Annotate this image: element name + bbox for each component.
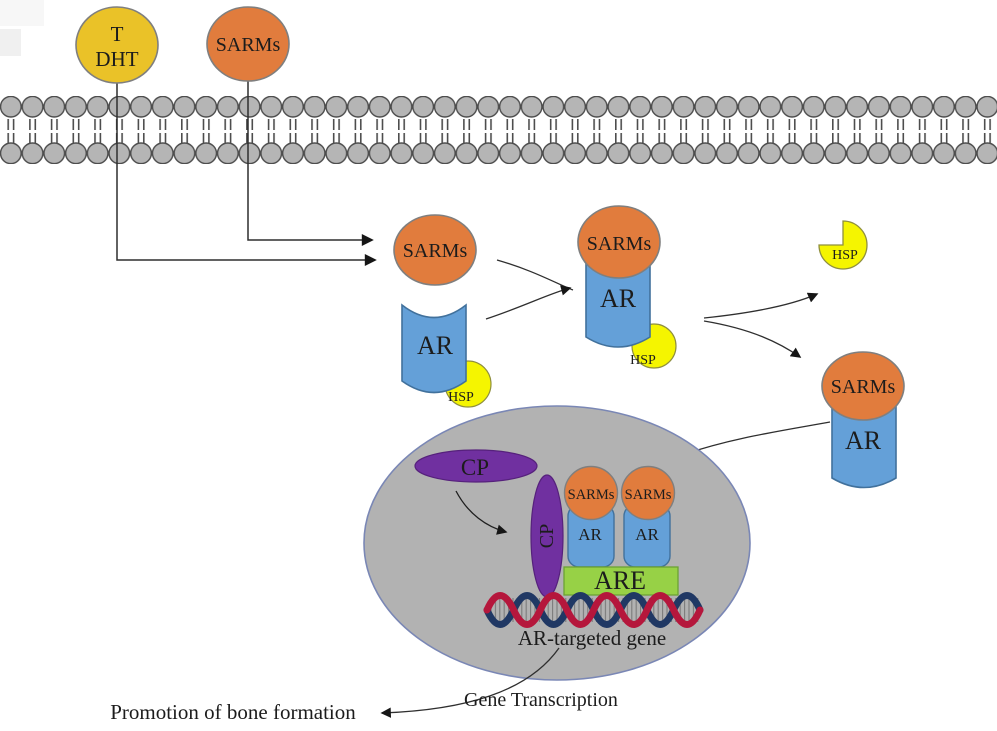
- sarms-extracellular: SARMs: [206, 6, 290, 82]
- arrow-binding-upper: [496, 259, 574, 291]
- ar-receptor-cup: [401, 303, 467, 394]
- sarms-molecule-dimer-2: [620, 465, 676, 521]
- promotion-of-bone-formation-label: Promotion of bone formation: [110, 700, 356, 724]
- ar-label: AR: [417, 331, 454, 360]
- are-label: ARE: [594, 566, 646, 595]
- cp-label-rotated: CP: [536, 524, 558, 548]
- dht-label: DHT: [95, 47, 138, 71]
- arrow-gene-transcription: [380, 647, 560, 718]
- hsp-label: HSP: [448, 390, 474, 405]
- hsp-label: HSP: [832, 248, 858, 263]
- dna-strand-red: [483, 592, 704, 628]
- coactivator-cp-free: [414, 449, 538, 483]
- hsp-released: HSP: [818, 220, 868, 270]
- sarms-molecule: [821, 351, 905, 421]
- gene-transcription-label: Gene Transcription: [464, 689, 618, 711]
- arrow-cp-recruitment: [455, 490, 508, 535]
- hsp-pacman: [818, 220, 868, 270]
- arrow-complex-continue: [703, 320, 802, 358]
- ar-label: AR: [600, 284, 637, 313]
- scan-artifact: [0, 0, 44, 26]
- sarms-label: SARMs: [625, 487, 672, 503]
- arrow-binding-lower: [485, 285, 572, 320]
- sarms-label: SARMs: [568, 487, 615, 503]
- dna-helix: [483, 592, 704, 628]
- sarms-label: SARMs: [403, 240, 468, 262]
- arrow-nuclear-entry: [680, 421, 831, 458]
- hsp-label: HSP: [630, 353, 656, 368]
- ar-receptor: [831, 399, 897, 489]
- ar-label: AR: [635, 525, 659, 544]
- scan-artifact: [0, 29, 21, 56]
- are-element: [563, 566, 679, 596]
- nucleus: CP CP SARMs SARMs AR AR ARE AR-targeted …: [363, 405, 751, 681]
- t-label: T: [111, 22, 124, 46]
- t-dht-circle: [75, 6, 159, 84]
- cp-label: CP: [461, 455, 489, 480]
- sarms-circle: [206, 6, 290, 82]
- sarms-molecule-dimer-1: [563, 465, 619, 521]
- t-dht-ligand: T DHT: [75, 6, 159, 84]
- ar-targeted-gene-label: AR-targeted gene: [518, 626, 666, 650]
- arrow-tdht-entry: [116, 83, 377, 266]
- arrow-sarms-entry: [247, 81, 374, 246]
- sarms-label: SARMs: [216, 34, 281, 56]
- sarms-molecule: [577, 205, 661, 279]
- sarms-label: SARMs: [831, 376, 896, 398]
- ar-label: AR: [845, 426, 882, 455]
- ar-label: AR: [578, 525, 602, 544]
- ar-hsp-unbound: SARMs AR HSP: [393, 214, 492, 408]
- sarms-ar-complex-translocating: SARMs AR: [821, 351, 905, 489]
- arrow-hsp-release: [703, 292, 819, 319]
- sarms-molecule: [393, 214, 477, 286]
- sarms-ar-hsp-complex: SARMs AR HSP: [577, 205, 677, 369]
- cell-membrane: [0, 96, 997, 164]
- sarms-label: SARMs: [587, 233, 652, 255]
